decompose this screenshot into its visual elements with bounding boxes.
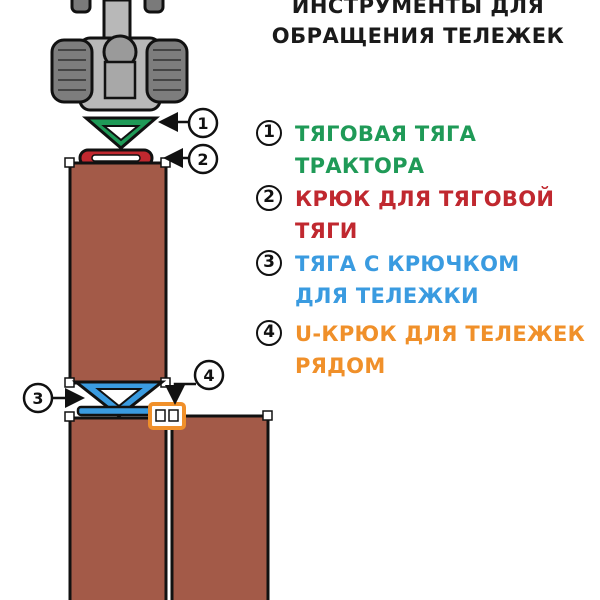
callout-2: 2: [187, 143, 219, 175]
u-hook: [148, 402, 186, 430]
callout-arrow-4: [165, 382, 196, 405]
tractor-wheel-icon: [143, 0, 165, 14]
cart-bottom-right: [170, 414, 270, 600]
cart-bottom-left: [68, 416, 168, 600]
callout-1: 1: [187, 107, 219, 139]
tractor: [50, 0, 189, 112]
svg-text:4: 4: [203, 366, 214, 385]
legend-number: 2: [256, 185, 282, 211]
legend-label: КРЮК ДЛЯ ТЯГОВОЙ ТЯГИ: [295, 187, 555, 243]
legend-label: U-КРЮК ДЛЯ ТЕЛЕЖЕК РЯДОМ: [295, 322, 586, 378]
tractor-wheel-icon: [70, 0, 92, 14]
legend-number: 3: [256, 250, 282, 276]
legend-number: 4: [256, 320, 282, 346]
legend-label: ТЯГОВАЯ ТЯГА ТРАКТОРА: [295, 122, 477, 178]
legend-label: ТЯГА С КРЮЧКОМ ДЛЯ ТЕЛЕЖКИ: [295, 252, 520, 308]
callout-4: 4: [193, 359, 225, 391]
svg-text:1: 1: [197, 114, 208, 133]
title-line-1: ИНСТРУМЕНТЫ ДЛЯ: [291, 0, 545, 18]
svg-text:2: 2: [197, 150, 208, 169]
title-line-2: ОБРАЩЕНИЯ ТЕЛЕЖЕК: [271, 24, 565, 48]
legend-number: 1: [256, 120, 282, 146]
callout-3: 3: [22, 382, 54, 414]
svg-text:3: 3: [32, 389, 43, 408]
cart-top: [68, 161, 168, 385]
